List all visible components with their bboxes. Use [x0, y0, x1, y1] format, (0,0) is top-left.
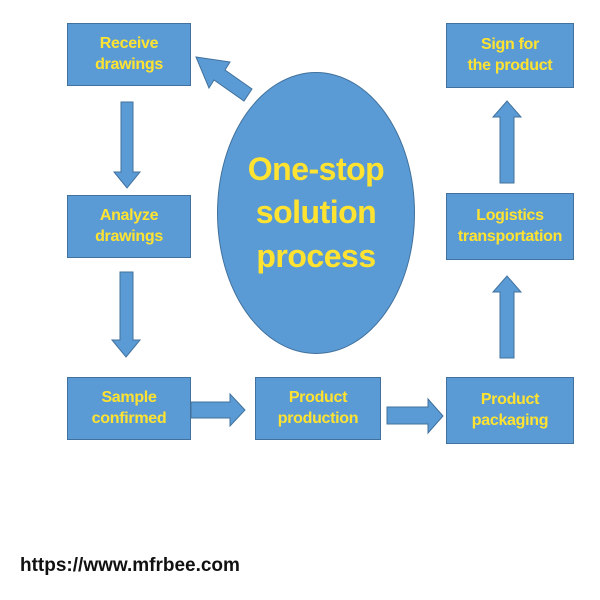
step-product-packaging: Product packaging	[446, 377, 574, 444]
center-title: One-stop solution process	[247, 151, 385, 274]
arrow-up-packaging-to-logistics	[491, 275, 523, 359]
source-url[interactable]: https://www.mfrbee.com	[20, 555, 240, 576]
arrow-circle-to-receive	[195, 56, 253, 102]
step-label: Sign for the product	[467, 35, 553, 74]
step-sample-confirmed: Sample confirmed	[67, 377, 191, 440]
step-receive-drawings: Receive drawings	[67, 23, 191, 86]
arrow-up-logistics-to-sign	[491, 100, 523, 184]
step-label: Sample confirmed	[91, 388, 167, 427]
step-label: Product production	[277, 388, 359, 427]
step-logistics-transportation: Logistics transportation	[446, 193, 574, 260]
step-analyze-drawings: Analyze drawings	[67, 195, 191, 258]
step-label: Logistics transportation	[457, 206, 563, 245]
step-label: Product packaging	[471, 390, 549, 429]
arrow-right-production-to-packaging	[386, 397, 444, 435]
center-circle: One-stop solution process	[217, 72, 415, 354]
step-sign-for-product: Sign for the product	[446, 23, 574, 88]
step-product-production: Product production	[255, 377, 381, 440]
arrow-down-analyze-to-sample	[110, 271, 142, 358]
step-label: Receive drawings	[95, 34, 163, 73]
step-label: Analyze drawings	[95, 206, 163, 245]
arrow-down-receive-to-analyze	[112, 101, 142, 189]
arrow-right-sample-to-production	[190, 392, 246, 428]
